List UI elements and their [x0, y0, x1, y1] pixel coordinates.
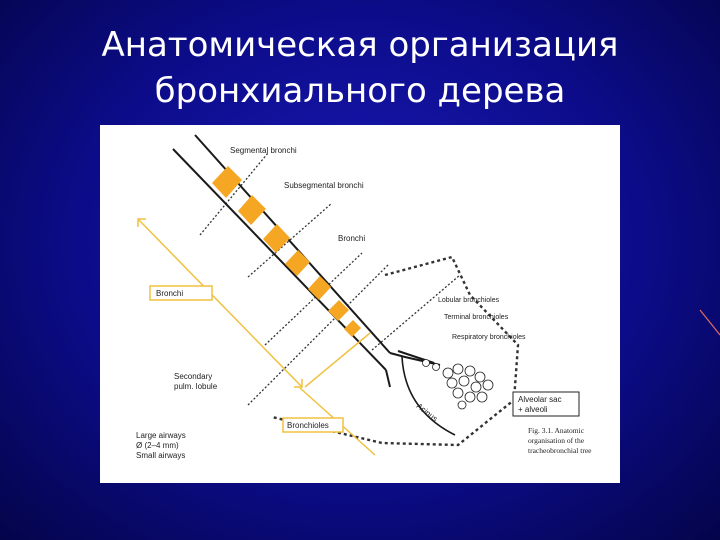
label-small-airways: Small airways	[136, 451, 185, 460]
level-separators	[199, 152, 461, 406]
separator-secondary	[247, 264, 389, 406]
alveolus	[464, 391, 476, 403]
alveolus	[464, 365, 476, 377]
bronchioles-range-line-top	[304, 332, 371, 388]
alveolus	[432, 363, 440, 371]
alveolus	[457, 400, 467, 410]
alveoli-cluster	[422, 359, 494, 410]
label-secondary-2: pulm. lobule	[174, 382, 218, 391]
label-respiratory: Respiratory bronchioles	[452, 334, 526, 341]
acinus-arc	[401, 356, 456, 436]
label-alveolar-1: Alveolar sac	[518, 395, 562, 404]
alveolus	[446, 377, 458, 389]
alveolus	[452, 387, 464, 399]
cartilage-ring	[344, 320, 361, 337]
alveolus	[470, 381, 482, 393]
alveolus	[482, 379, 494, 391]
bronchial-tree-diagram: Segmental bronchi Subsegmental bronchi B…	[136, 134, 592, 460]
caption-line-3: tracheobronchial tree	[528, 446, 592, 455]
cartilage-ring	[285, 250, 310, 276]
title-line-2: бронхиального дерева	[154, 71, 566, 111]
bronchioles-box	[282, 417, 344, 433]
bronchi-range-arrow-top	[137, 218, 146, 227]
label-bronchi: Bronchi	[338, 234, 365, 243]
cartilage-ring	[328, 300, 349, 321]
caption-line-2: organisation of the	[528, 436, 585, 445]
label-segmental: Segmental bronchi	[230, 146, 297, 155]
label-lobular: Lobular bronchioles	[438, 297, 500, 304]
alveolus	[442, 367, 454, 379]
label-bronchioles-box: Bronchioles	[287, 421, 329, 430]
alveolus	[474, 371, 486, 383]
cartilage-ring	[238, 195, 266, 225]
label-subsegmental: Subsegmental bronchi	[284, 181, 364, 190]
label-diameter: Ø (2–4 mm)	[136, 441, 179, 450]
cartilage-ring	[212, 166, 242, 198]
lobule-outline	[271, 255, 520, 447]
label-acinus: Acinus	[415, 401, 439, 423]
alveolus	[422, 359, 430, 367]
alveolus	[458, 375, 470, 387]
label-secondary-1: Secondary	[174, 372, 212, 381]
separator-subsegmental	[247, 202, 333, 278]
bronchi-range-arrow-bottom	[294, 379, 303, 388]
label-bronchi-box: Bronchi	[156, 289, 183, 298]
slide-title: Анатомическая организация бронхиального …	[0, 22, 720, 114]
label-terminal: Terminal bronchioles	[444, 314, 509, 321]
caption-line-1: Fig. 3.1. Anatomic	[528, 426, 585, 435]
separator-segmental	[199, 152, 269, 236]
airway-wall-upper	[194, 134, 391, 354]
label-large-airways: Large airways	[136, 431, 186, 440]
alveolar-box	[512, 391, 580, 417]
alveolus	[476, 391, 488, 403]
branch-lower	[385, 369, 391, 388]
separator-lobular	[371, 274, 461, 351]
bronchial-tree-figure: Segmental bronchi Subsegmental bronchi B…	[100, 125, 620, 483]
alveolus	[452, 363, 464, 375]
cartilage-ring	[263, 224, 290, 253]
cartilage-rings	[212, 166, 361, 337]
cartilage-ring	[308, 276, 331, 300]
label-alveolar-2: + alveoli	[518, 405, 548, 414]
bronchi-box	[149, 285, 213, 301]
bronchi-range-line	[137, 218, 303, 388]
title-line-1: Анатомическая организация	[101, 25, 619, 65]
